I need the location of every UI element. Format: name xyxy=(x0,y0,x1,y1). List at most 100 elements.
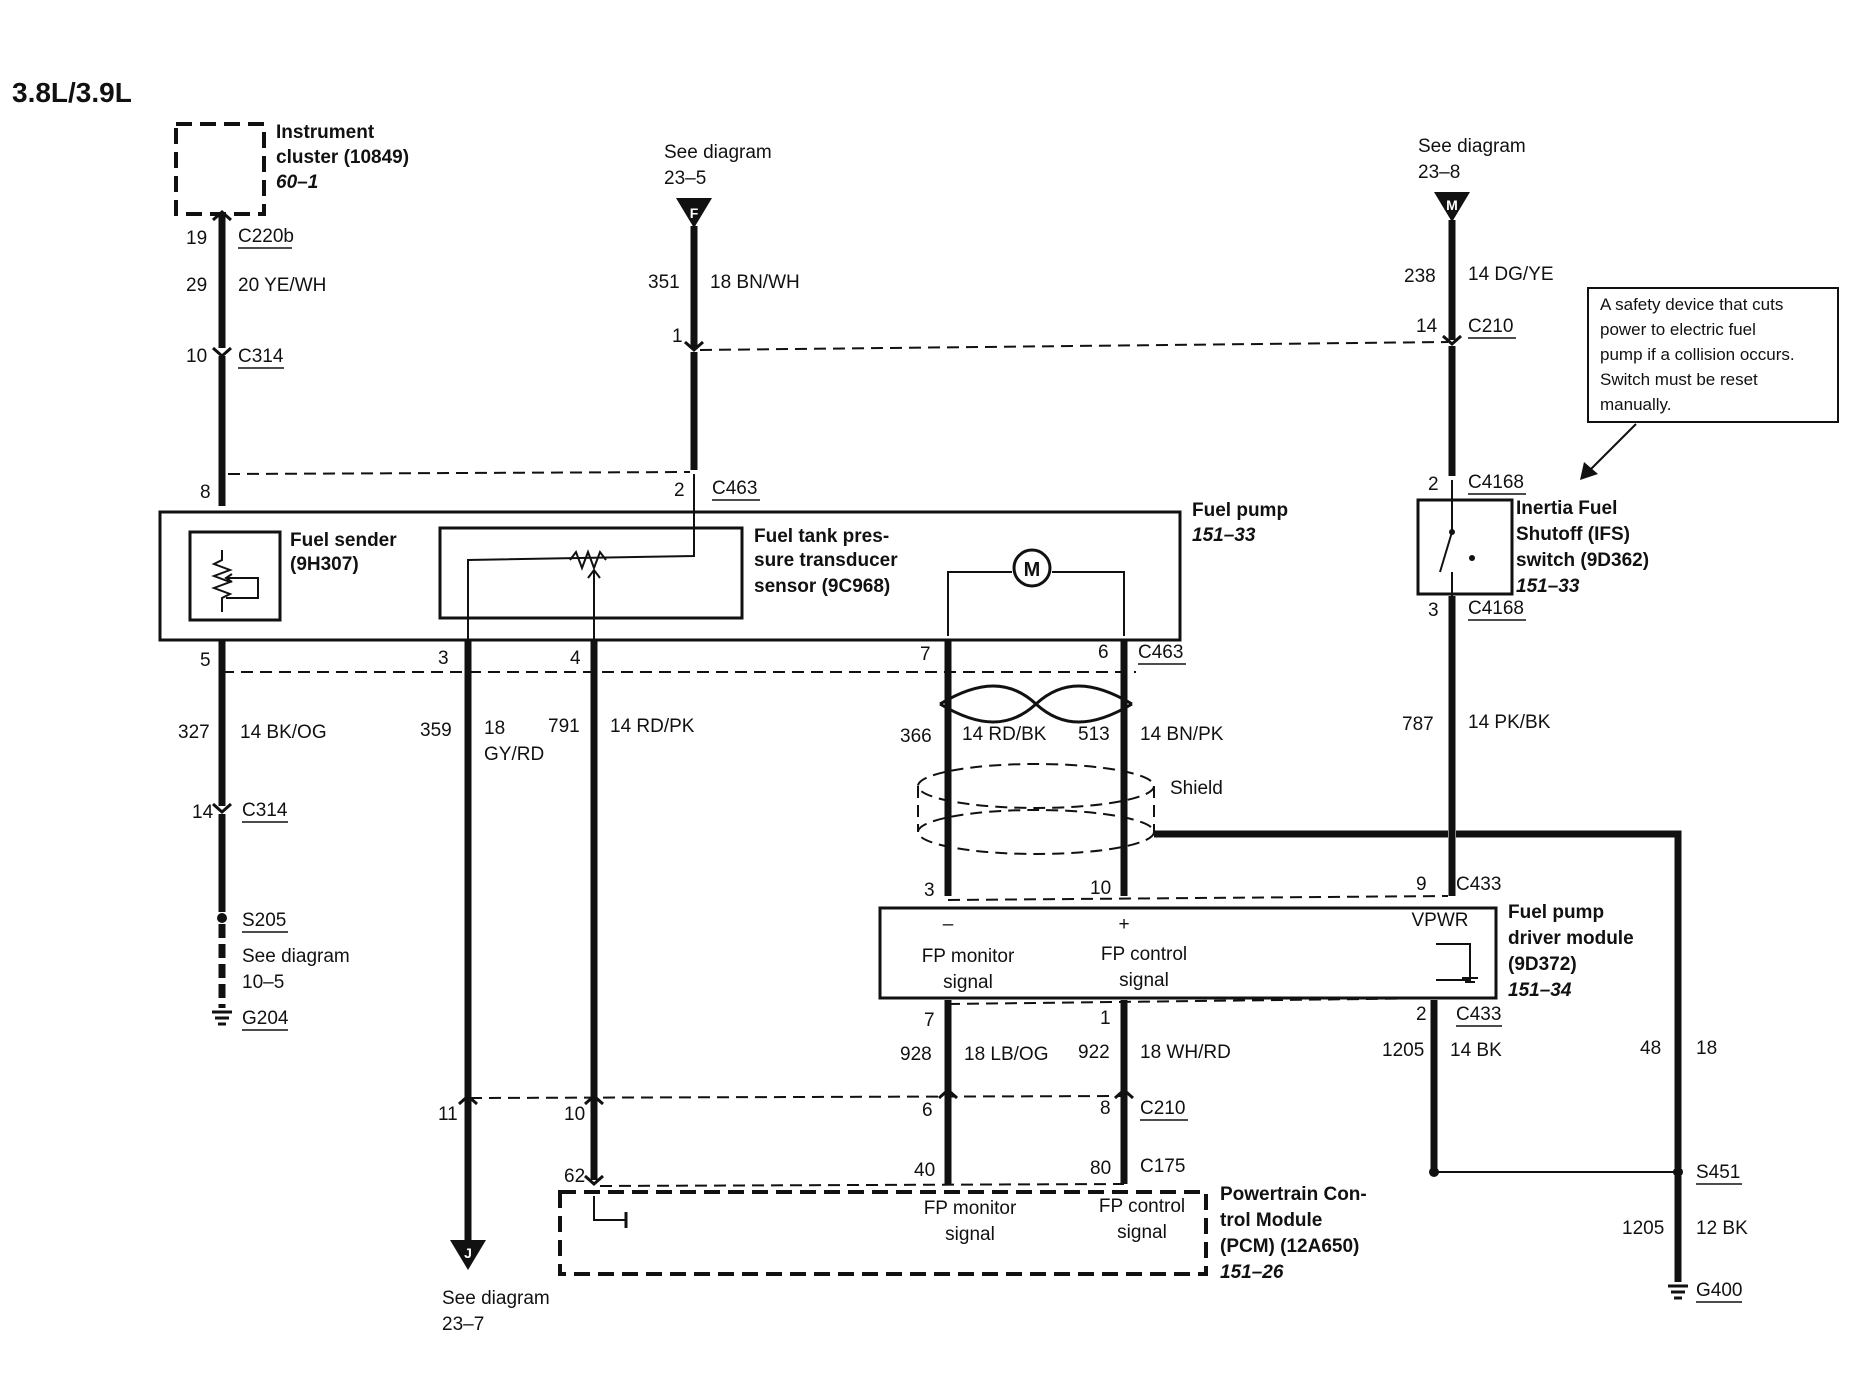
note-line-1: A safety device that cuts xyxy=(1600,295,1783,314)
fp-driver-ctl-label: FP control xyxy=(1101,944,1187,965)
pcm-internal-ground xyxy=(593,1196,626,1221)
note-line-3: pump if a collision occurs. xyxy=(1600,345,1795,364)
ref-m-diagram: 23–8 xyxy=(1418,162,1460,183)
circuit-327-spec: 14 BK/OG xyxy=(240,722,327,743)
pcm-box xyxy=(558,1190,1208,1276)
pin-c210-10: 10 xyxy=(564,1104,585,1125)
pin-c4168-3: 3 xyxy=(1428,600,1439,621)
pin-c220b-19: 19 xyxy=(186,228,207,249)
pin-c175-80: 80 xyxy=(1090,1158,1111,1179)
shield-top xyxy=(917,763,1155,809)
circuit-513-spec: 14 BN/PK xyxy=(1140,724,1224,745)
instrument-cluster-ref: 60–1 xyxy=(276,172,318,193)
ref-s205-label: See diagram xyxy=(242,946,350,967)
shield-label: Shield xyxy=(1170,778,1223,799)
circuit-1205a-spec: 14 BK xyxy=(1450,1040,1502,1061)
ref-j-diagram: 23–7 xyxy=(442,1314,484,1335)
circuit-238-num: 238 xyxy=(1404,266,1436,287)
pin-c210-11: 11 xyxy=(438,1104,458,1125)
pin-c463-7: 7 xyxy=(920,644,931,665)
pin-c463-6: 6 xyxy=(1098,642,1109,663)
ref-j-letter: J xyxy=(464,1245,472,1261)
circuit-922-num: 922 xyxy=(1078,1042,1110,1063)
connector-c210-upper: C210 xyxy=(1468,316,1513,337)
ref-m-flag xyxy=(1434,192,1470,222)
pcm-label-2: trol Module xyxy=(1220,1210,1322,1231)
c314-connector-symbol xyxy=(212,346,232,359)
pin-c433-2: 2 xyxy=(1416,1004,1427,1025)
pin-c4168-2: 2 xyxy=(1428,474,1439,495)
c210-connector-dashed xyxy=(699,341,1449,351)
splice-s451 xyxy=(1673,1167,1683,1177)
shield-bottom xyxy=(917,809,1155,855)
circuit-1205b-num: 1205 xyxy=(1622,1218,1664,1239)
ref-j-label: See diagram xyxy=(442,1288,550,1309)
circuit-1205a-num: 1205 xyxy=(1382,1040,1424,1061)
pcm-ctl-label-2: signal xyxy=(1117,1222,1167,1243)
ground-g400-label: G400 xyxy=(1696,1280,1742,1301)
fp-driver-ground-symbol xyxy=(1436,943,1471,981)
circuit-787-spec: 14 PK/BK xyxy=(1468,712,1551,733)
ifs-switch-label-2: Shutoff (IFS) xyxy=(1516,524,1630,545)
circuit-238-spec: 14 DG/YE xyxy=(1468,264,1554,285)
fp-driver-minus: – xyxy=(943,914,954,935)
c220b-connector-symbol xyxy=(212,209,232,222)
c210-connector-lower-dashed xyxy=(469,1095,1125,1099)
c433-connector-top-dashed xyxy=(947,895,1449,901)
fp-driver-module-label: Fuel pump xyxy=(1508,902,1604,923)
fuel-sender-resistor xyxy=(211,550,233,612)
connector-c314-lower: C314 xyxy=(242,800,288,821)
circuit-1205b-spec: 12 BK xyxy=(1696,1218,1748,1239)
fuel-tank-sensor-label-3: sensor (9C968) xyxy=(754,576,890,597)
fuel-sender-label: Fuel sender xyxy=(290,530,397,551)
circuit-29-spec: 20 YE/WH xyxy=(238,275,326,296)
ref-f-diagram: 23–5 xyxy=(664,168,706,189)
fuel-tank-sensor-label-2: sure transducer xyxy=(754,550,898,571)
splice-s451-label: S451 xyxy=(1696,1162,1740,1183)
connector-c433-bottom: C433 xyxy=(1456,1004,1501,1025)
fuel-pump-motor-symbol xyxy=(1012,548,1052,588)
fp-driver-module-box xyxy=(878,906,1498,1000)
pin-c463-3: 3 xyxy=(438,648,449,669)
c433-connector-bottom-dashed xyxy=(947,997,1449,1005)
wire-48-shield-drain xyxy=(1154,830,1682,1168)
fuel-sender-part: (9H307) xyxy=(290,554,359,575)
pcm-label: Powertrain Con- xyxy=(1220,1184,1367,1205)
circuit-351-spec: 18 BN/WH xyxy=(710,272,800,293)
fp-driver-plus: + xyxy=(1118,914,1129,935)
fp-driver-mon-label-2: signal xyxy=(943,972,993,993)
ref-f-letter: F xyxy=(690,205,699,221)
circuit-791-spec: 14 RD/PK xyxy=(610,716,695,737)
ground-g204-label: G204 xyxy=(242,1008,289,1029)
ifs-switch-label: Inertia Fuel xyxy=(1516,498,1617,519)
ref-f-flag xyxy=(676,198,712,228)
ref-s205-diagram: 10–5 xyxy=(242,972,284,993)
pin-c433-1: 1 xyxy=(1100,1008,1111,1029)
instrument-cluster-label-2: cluster (10849) xyxy=(276,147,409,168)
ifs-switch-contact xyxy=(1439,531,1453,573)
pin-c175-62: 62 xyxy=(564,1166,585,1187)
pcm-mon-label-2: signal xyxy=(945,1224,995,1245)
circuit-48-num: 48 xyxy=(1640,1038,1661,1059)
pin-c433-3: 3 xyxy=(924,880,935,901)
diagram-title: 3.8L/3.9L xyxy=(12,77,132,108)
pin-c210-1: 1 xyxy=(672,326,683,347)
fp-driver-mon-label: FP monitor xyxy=(922,946,1015,967)
connector-c220b: C220b xyxy=(238,226,294,247)
circuit-359-spec-2: GY/RD xyxy=(484,744,544,765)
pin-c210-8: 8 xyxy=(1100,1098,1111,1119)
pin-c314-14: 14 xyxy=(192,802,214,823)
circuit-922-spec: 18 WH/RD xyxy=(1140,1042,1231,1063)
circuit-366-spec: 14 RD/BK xyxy=(962,724,1047,745)
ref-m-label: See diagram xyxy=(1418,136,1526,157)
pin-c463-4: 4 xyxy=(570,648,581,669)
connector-c175: C175 xyxy=(1140,1156,1185,1177)
pin-c463-2: 2 xyxy=(674,480,685,501)
pcm-ref: 151–26 xyxy=(1220,1262,1284,1283)
pcm-label-3: (PCM) (12A650) xyxy=(1220,1236,1359,1257)
connector-c4168-bottom: C4168 xyxy=(1468,598,1524,619)
circuit-791-num: 791 xyxy=(548,716,580,737)
pin-c463-5: 5 xyxy=(200,650,211,671)
pin-c433-9: 9 xyxy=(1416,874,1427,895)
